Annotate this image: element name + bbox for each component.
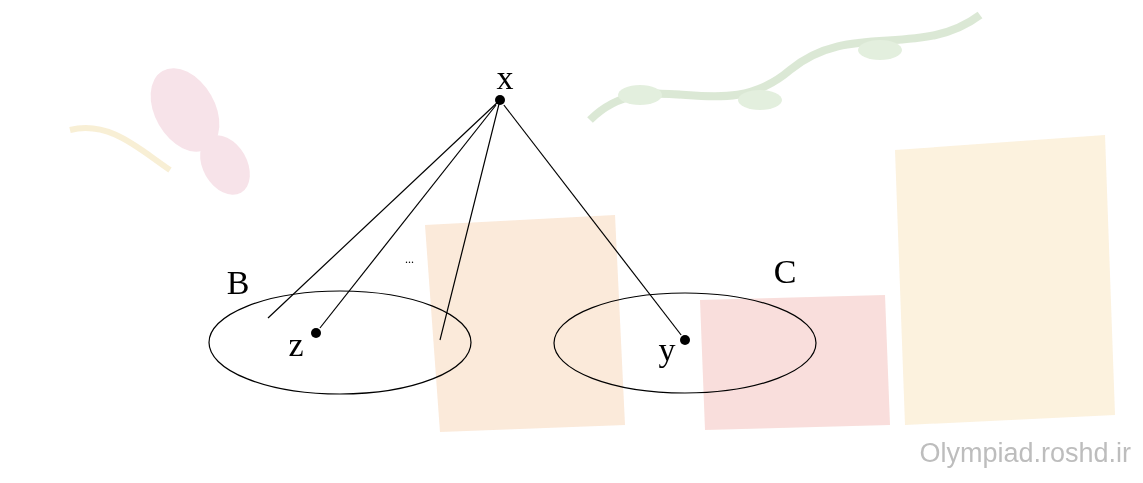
vertex-edge xyxy=(440,100,500,340)
set-name: C xyxy=(774,255,797,289)
watermark: Olympiad.roshd.ir xyxy=(919,438,1131,469)
graph-vertex: z xyxy=(311,328,321,338)
leaf xyxy=(618,85,662,105)
graph-vertex: y xyxy=(680,335,690,345)
vertex-edge xyxy=(268,100,500,318)
vertex-name: z xyxy=(288,328,303,362)
vertex-name: y xyxy=(659,333,676,367)
butterfly-wing xyxy=(190,126,260,203)
ellipse-outline xyxy=(208,290,472,395)
vertex-edge xyxy=(320,105,496,328)
set-name: B xyxy=(227,266,250,300)
leaf xyxy=(738,90,782,110)
orange-tile xyxy=(425,215,625,432)
vine xyxy=(590,15,980,120)
ellipsis-label: ... xyxy=(405,252,414,267)
vertex-dot xyxy=(680,335,690,345)
yellow-tile xyxy=(895,135,1115,425)
vertex-name: x xyxy=(497,61,514,95)
vertex-edge xyxy=(504,105,681,335)
vertex-dot xyxy=(311,328,321,338)
vertex-set-ellipse: Cy xyxy=(553,292,817,394)
vine xyxy=(70,128,170,170)
vertex-set-ellipse: Bz xyxy=(208,290,472,395)
ellipse-outline xyxy=(554,293,816,393)
leaf xyxy=(858,40,902,60)
ellipse-outline xyxy=(209,291,471,394)
vertex-dot xyxy=(495,95,505,105)
graph-vertex: x xyxy=(495,95,505,105)
